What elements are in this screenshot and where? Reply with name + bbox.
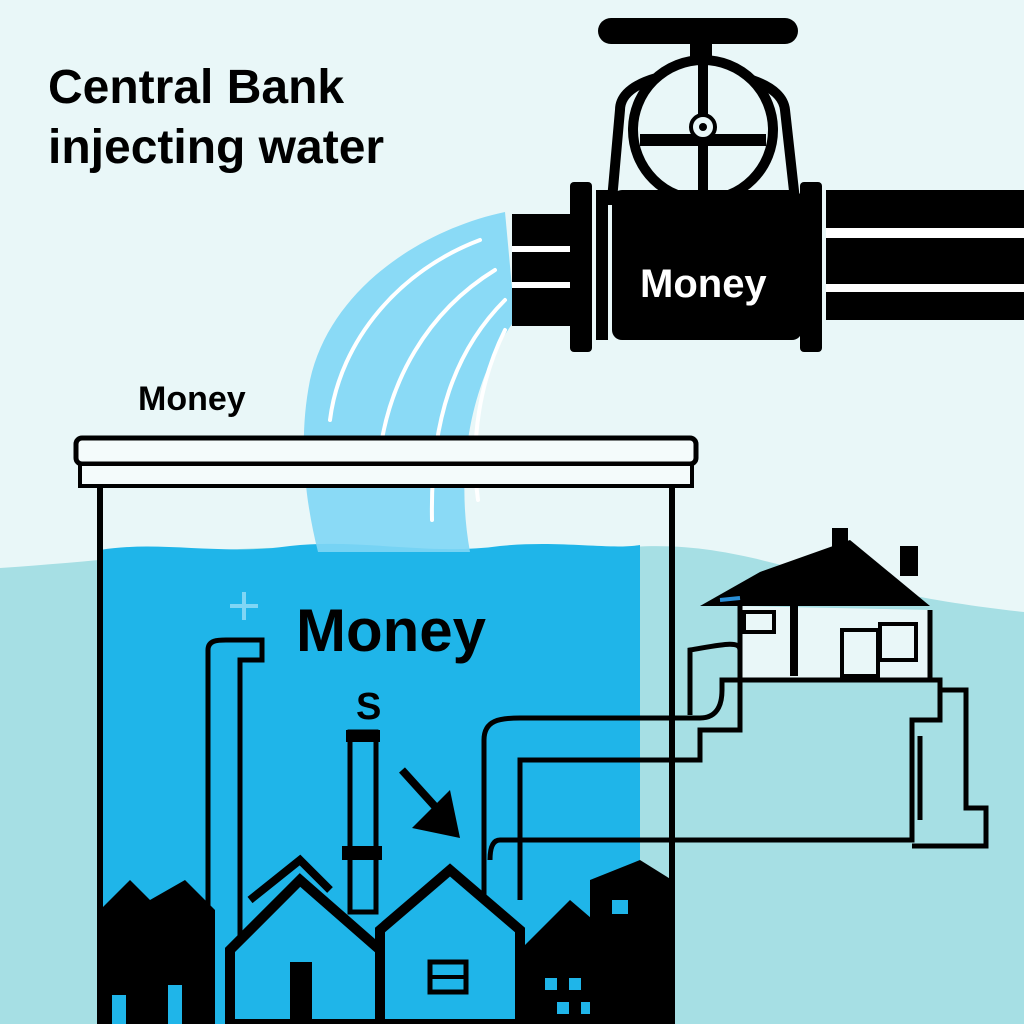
plus-icon: [230, 592, 258, 620]
title-line-1: Central Bank: [48, 61, 345, 114]
pipe-body: [612, 190, 802, 340]
diagram-title: Central Bank injecting water: [48, 58, 384, 178]
title-line-2: injecting water: [48, 121, 385, 174]
valve-handle: [598, 18, 798, 44]
tank-water: [100, 543, 640, 1024]
pipe-highlight: [826, 228, 1024, 238]
money-chimney: [342, 729, 382, 915]
tank-rim-money-label: Money: [138, 380, 246, 418]
pipe-money-label: Money: [640, 262, 767, 306]
pipe-nozzle: [512, 214, 570, 326]
tank-lip: [78, 462, 694, 488]
arrow-icon: [399, 767, 460, 838]
hillside-house: [700, 528, 933, 683]
pipes-network: [205, 637, 989, 1024]
currency-symbol-label: S: [356, 686, 382, 728]
submerged-town: [100, 854, 672, 1024]
water-money-label: Money: [296, 597, 487, 664]
tank: [73, 435, 699, 1024]
tank-rim: [73, 435, 699, 467]
valve-pipe: [512, 18, 1024, 352]
